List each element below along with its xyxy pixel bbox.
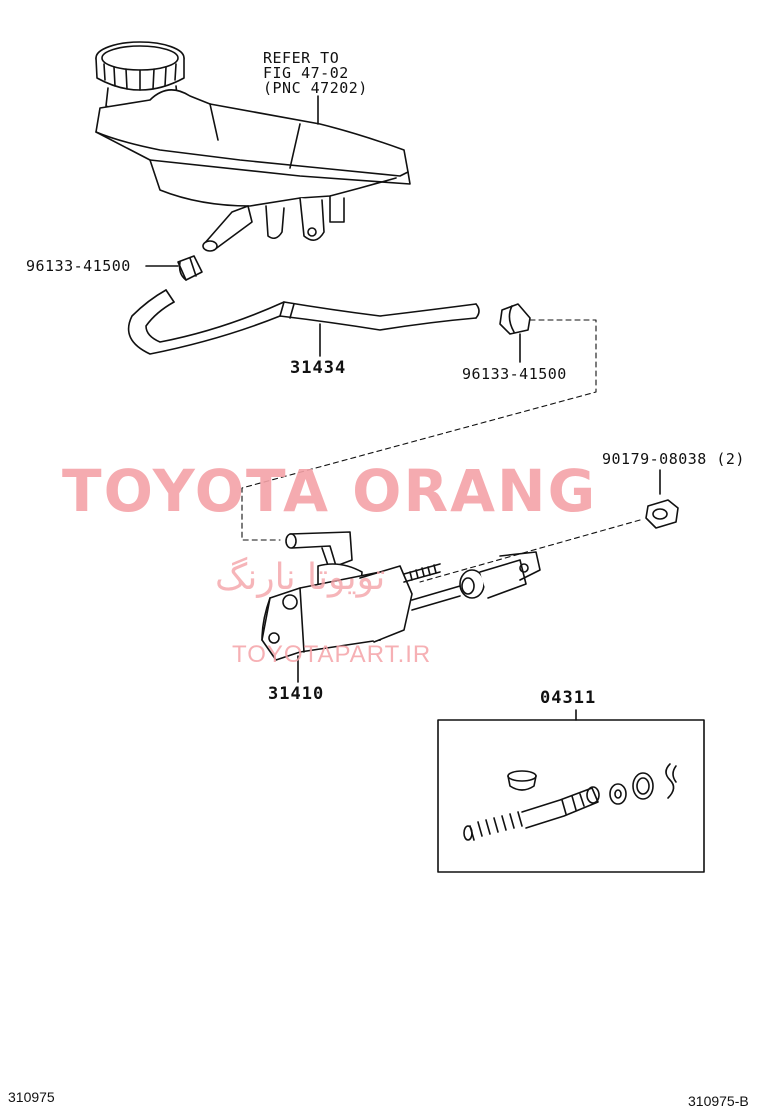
part-label-kit[interactable]: 04311 xyxy=(540,688,597,708)
part-label-clamp-upper[interactable]: 96133-41500 xyxy=(26,257,131,275)
watermark-persian: تویوتا نارنگ xyxy=(215,557,386,598)
dashed-nut xyxy=(419,519,641,583)
nut xyxy=(645,499,679,529)
watermark-brand: TOYOTA ORANG xyxy=(62,457,598,525)
part-label-hose[interactable]: 31434 xyxy=(290,358,347,378)
master-cylinder xyxy=(261,531,541,661)
watermark-site: TOYOTAPART.IR xyxy=(232,641,432,668)
clamp-upper xyxy=(177,255,203,281)
refer-line1: REFER TO xyxy=(263,49,340,67)
reservoir-tank xyxy=(95,41,411,252)
part-label-nut[interactable]: 90179-08038 (2) xyxy=(602,450,745,468)
dashed-connection xyxy=(241,319,597,541)
part-label-clamp-lower[interactable]: 96133-41500 xyxy=(462,365,567,383)
clamp-lower xyxy=(499,303,531,335)
part-label-master-cylinder[interactable]: 31410 xyxy=(268,684,325,704)
refer-line3: (PNC 47202) xyxy=(263,79,368,97)
footer-left-code: 310975 xyxy=(8,1089,55,1105)
footer-right-code: 310975-B xyxy=(688,1093,749,1109)
hose xyxy=(127,289,480,355)
repair-kit-box xyxy=(437,709,705,873)
refer-line2: FIG 47-02 xyxy=(263,64,349,82)
